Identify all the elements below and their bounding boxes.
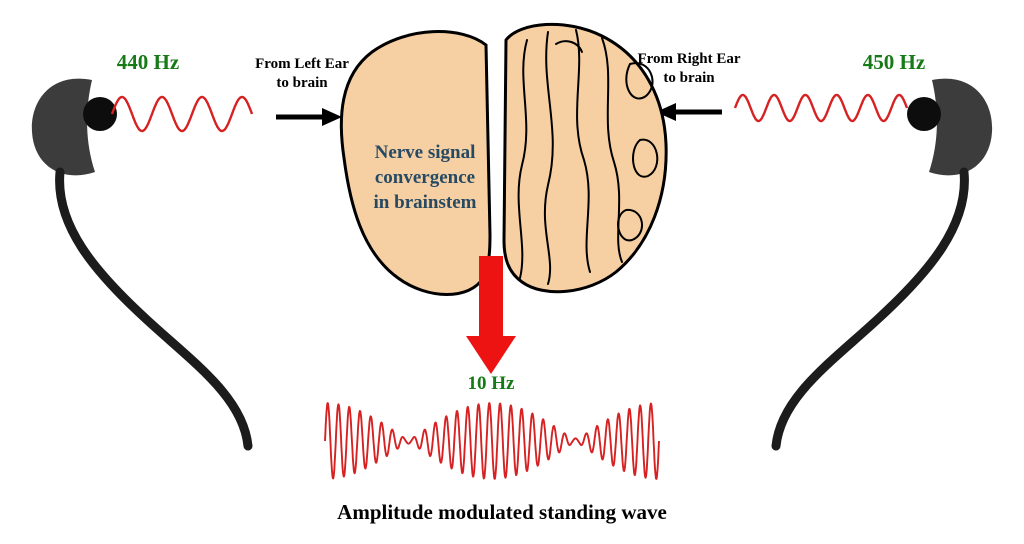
down-arrow-icon bbox=[466, 256, 516, 374]
right-route-line2: to brain bbox=[663, 70, 715, 86]
right-arrow-icon bbox=[656, 103, 722, 121]
right-route-label: From Right Ear to brain bbox=[624, 50, 754, 88]
left-wave bbox=[110, 95, 254, 133]
left-route-line2: to brain bbox=[276, 75, 328, 91]
nerve-label-line2: convergence bbox=[374, 167, 476, 188]
brain-gyri-texture bbox=[517, 29, 659, 285]
left-earbud-cable bbox=[55, 167, 253, 451]
left-earbud-tip-icon bbox=[83, 97, 117, 131]
right-earbud-cable bbox=[771, 167, 969, 451]
left-earbud-icon bbox=[31, 78, 95, 176]
beat-wave bbox=[324, 402, 660, 480]
diagram-caption: Amplitude modulated standing wave bbox=[337, 500, 667, 524]
left-route-label: From Left Ear to brain bbox=[243, 55, 361, 93]
right-earbud-icon bbox=[929, 78, 993, 176]
beat-frequency-label: 10 Hz bbox=[467, 373, 515, 394]
right-route-line1: From Right Ear bbox=[637, 51, 741, 67]
right-wave bbox=[733, 93, 909, 123]
nerve-label-line1: Nerve signal bbox=[374, 142, 476, 163]
left-frequency-label: 440 Hz bbox=[116, 50, 180, 74]
nerve-label-line3: in brainstem bbox=[373, 192, 477, 213]
left-route-line1: From Left Ear bbox=[255, 56, 349, 72]
left-arrow-icon bbox=[276, 108, 342, 126]
brainstem-convergence-label: Nerve signal convergence in brainstem bbox=[352, 140, 498, 215]
right-earbud-tip-icon bbox=[907, 97, 941, 131]
right-frequency-label: 450 Hz bbox=[862, 50, 926, 74]
